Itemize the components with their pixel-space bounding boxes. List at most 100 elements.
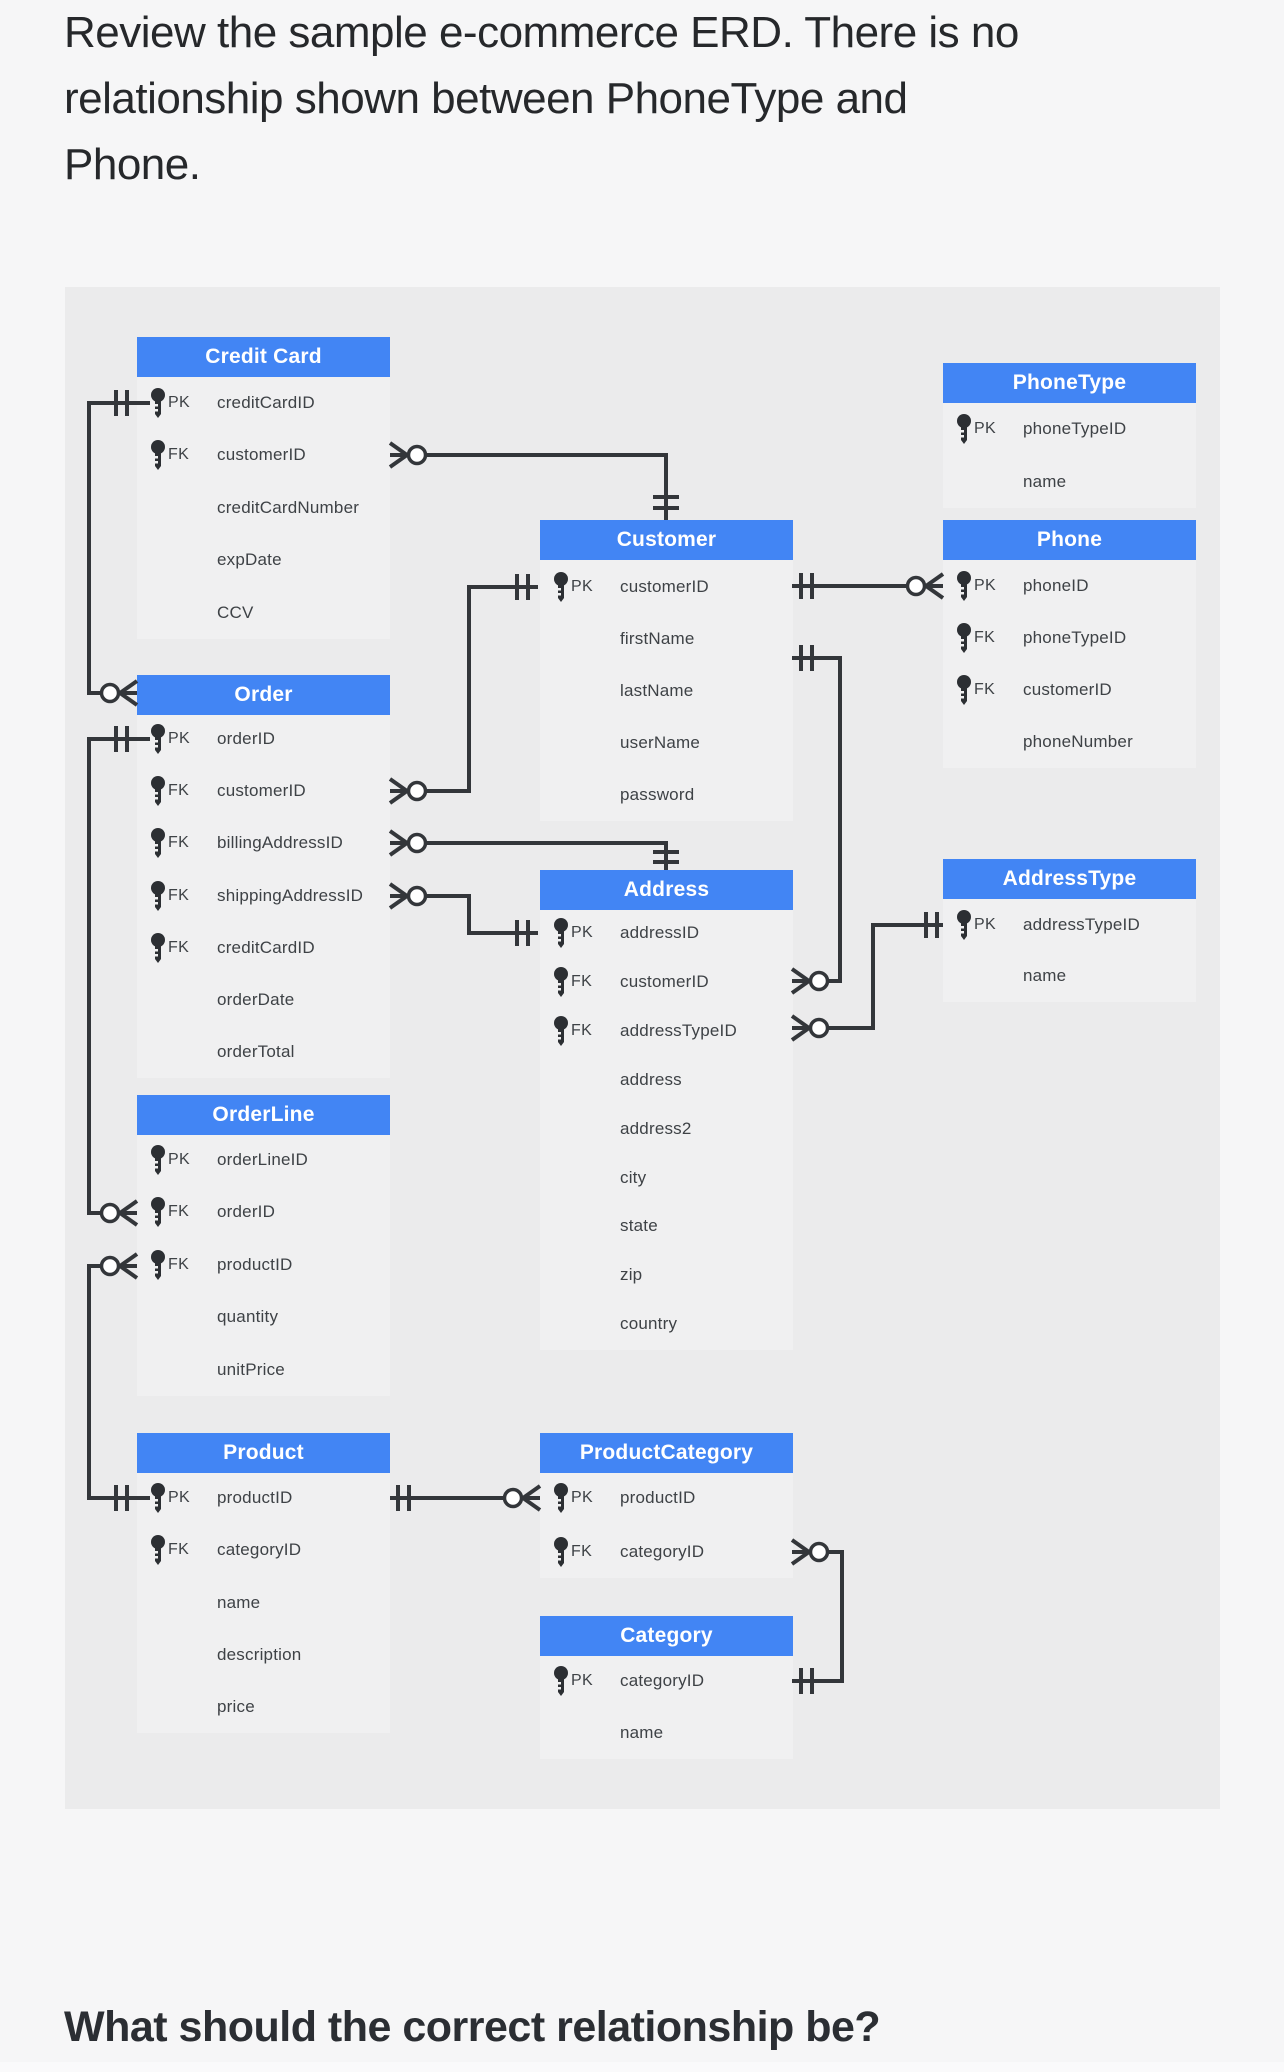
entity-body	[137, 1473, 390, 1734]
rel-order-billing-address	[388, 829, 679, 870]
key-icon	[151, 1483, 165, 1513]
field-name: phoneTypeID	[1023, 628, 1127, 647]
field-row: name	[943, 961, 1196, 991]
fk-badge: FK	[168, 938, 190, 956]
crow-foot-many-icon	[790, 1538, 811, 1566]
field-name: lastName	[620, 681, 694, 700]
key-icon	[151, 880, 165, 911]
entity-title: Category	[620, 1624, 713, 1647]
field-row: FK categoryID	[540, 1537, 793, 1567]
question-intro-line: relationship shown between PhoneType and	[64, 74, 908, 123]
field-name: quantity	[217, 1307, 279, 1327]
key-icon	[554, 1537, 568, 1567]
field-row: quantity	[137, 1302, 390, 1332]
crow-foot-many-icon	[118, 1199, 139, 1227]
key-icon	[151, 440, 165, 471]
crow-foot-many-icon	[388, 777, 409, 805]
fk-badge: FK	[571, 1021, 593, 1039]
entity-header: Product	[137, 1433, 390, 1473]
field-row: address	[540, 1065, 793, 1095]
rel-creditcard-customer	[388, 441, 679, 520]
field-name: orderID	[217, 1202, 276, 1222]
field-name: customerID	[620, 971, 709, 991]
field-name: customerID	[620, 577, 709, 596]
key-icon	[957, 675, 971, 705]
fk-badge: FK	[571, 1543, 593, 1560]
crow-foot-many-icon	[118, 679, 139, 707]
field-name: CCV	[217, 602, 254, 622]
field-name: orderTotal	[217, 1042, 295, 1062]
key-icon	[957, 910, 971, 940]
field-row: address2	[540, 1114, 793, 1144]
field-row: FK addressTypeID	[540, 1015, 793, 1046]
field-name: shippingAddressID	[217, 885, 364, 905]
rel-customer-phone	[792, 572, 945, 600]
fk-badge: FK	[168, 446, 190, 464]
question-intro-line: Phone.	[64, 140, 201, 189]
entity-title: Address	[623, 878, 710, 901]
fk-badge: FK	[168, 1203, 190, 1221]
key-icon	[554, 572, 568, 602]
field-row: expDate	[137, 545, 390, 575]
question-intro: Review the sample e-commerce ERD. There …	[64, 0, 1234, 198]
field-row: country	[540, 1309, 793, 1339]
question-intro-line: Review the sample e-commerce ERD. There …	[64, 8, 1019, 57]
key-icon	[151, 388, 165, 418]
entity-header: Customer	[540, 520, 793, 560]
entity-body	[137, 715, 390, 1079]
field-name: categoryID	[620, 1542, 705, 1561]
field-name: orderID	[217, 729, 276, 748]
field-name: state	[620, 1216, 658, 1236]
field-name: password	[620, 785, 695, 804]
pk-badge: PK	[974, 577, 996, 594]
cardinality-zero-circle	[99, 1255, 121, 1277]
entity-title: PhoneType	[1012, 371, 1127, 394]
pk-badge: PK	[571, 1672, 593, 1689]
field-name: categoryID	[217, 1540, 302, 1560]
entity-title: AddressType	[1002, 867, 1137, 890]
cardinality-zero-circle	[808, 1017, 830, 1039]
key-icon	[554, 1015, 568, 1046]
field-name: address	[620, 1069, 682, 1089]
field-name: creditCardID	[217, 393, 315, 412]
crow-foot-many-icon	[388, 882, 409, 910]
entity-title: Phone	[1036, 528, 1103, 551]
entity-header: OrderLine	[137, 1095, 390, 1135]
key-icon	[957, 623, 971, 653]
field-name: creditCardID	[217, 937, 315, 957]
bottom-strip	[0, 2062, 1284, 2072]
key-icon	[151, 932, 165, 963]
rel-order-customer	[388, 574, 538, 805]
cardinality-zero-circle	[99, 1202, 121, 1224]
field-row: FK orderID	[137, 1197, 390, 1228]
field-name: phoneTypeID	[1023, 419, 1127, 438]
fk-badge: FK	[974, 681, 996, 698]
entity-body	[943, 899, 1196, 1002]
field-name: customerID	[217, 781, 306, 801]
key-icon	[151, 1535, 165, 1566]
field-name: addressTypeID	[620, 1020, 737, 1040]
field-row: FK shippingAddressID	[137, 880, 390, 911]
pk-badge: PK	[974, 916, 996, 933]
field-row: phoneNumber	[943, 727, 1196, 757]
field-name: name	[217, 1592, 261, 1612]
key-icon	[554, 1666, 568, 1696]
cardinality-zero-circle	[406, 832, 428, 854]
fk-badge: FK	[168, 886, 190, 904]
key-icon	[151, 1145, 165, 1175]
field-row: zip	[540, 1260, 793, 1290]
field-name: firstName	[620, 629, 695, 648]
field-row: orderDate	[137, 985, 390, 1015]
crow-foot-many-icon	[388, 829, 409, 857]
entity-body	[540, 1473, 793, 1578]
field-name: addressID	[620, 923, 700, 942]
cardinality-zero-circle	[905, 575, 927, 597]
key-icon	[554, 966, 568, 997]
